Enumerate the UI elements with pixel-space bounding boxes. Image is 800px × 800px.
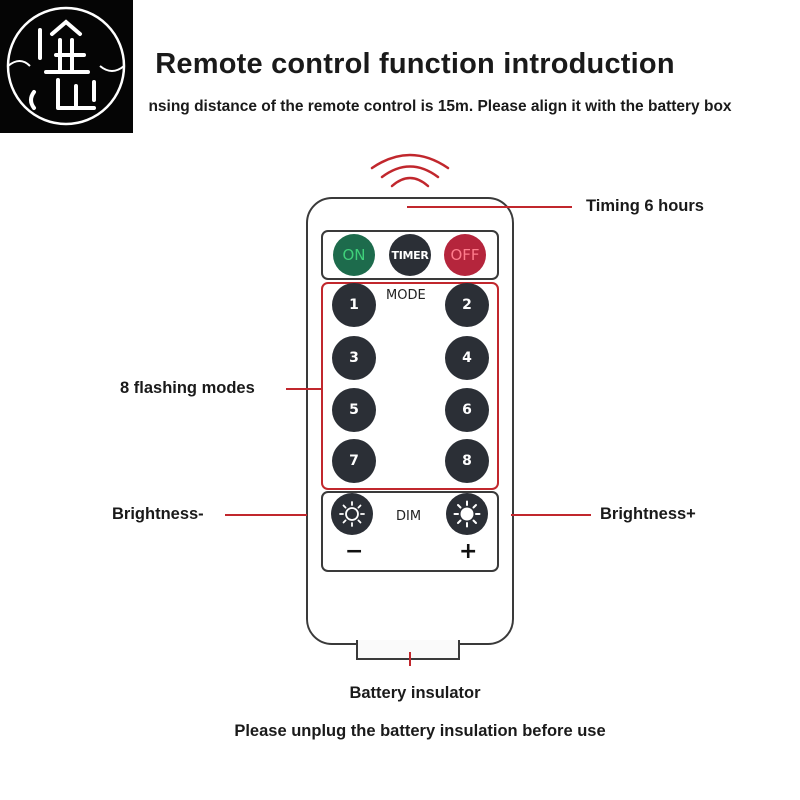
dim-minus-sign: − — [345, 539, 364, 564]
off-button[interactable]: OFF — [444, 234, 486, 276]
dim-down-button[interactable] — [331, 493, 373, 535]
timing-callout: Timing 6 hours — [586, 197, 704, 215]
modes-callout: 8 flashing modes — [120, 379, 255, 397]
dim-up-button[interactable] — [446, 493, 488, 535]
mode-button-4[interactable]: 4 — [445, 336, 489, 380]
battery-insulator-callout: Battery insulator — [349, 684, 481, 702]
page-subtitle: nsing distance of the remote control is … — [148, 98, 732, 115]
sun-outline-icon — [339, 501, 365, 527]
mode-button-6[interactable]: 6 — [445, 388, 489, 432]
dim-plus-sign: + — [459, 539, 478, 564]
mode-panel — [321, 282, 499, 490]
brightness-plus-pointer — [511, 514, 591, 516]
brightness-minus-pointer — [225, 514, 307, 516]
seal-logo-icon — [6, 6, 126, 126]
mode-button-3[interactable]: 3 — [332, 336, 376, 380]
brand-logo — [0, 0, 133, 133]
wireless-signal-icon — [370, 153, 450, 188]
dim-label: DIM — [396, 509, 422, 524]
modes-pointer — [286, 388, 322, 390]
timing-pointer — [407, 206, 572, 208]
page-title: Remote control function introduction — [155, 48, 675, 80]
battery-insulator-pointer — [409, 652, 411, 666]
footer-note: Please unplug the battery insulation bef… — [234, 722, 606, 740]
mode-button-8[interactable]: 8 — [445, 439, 489, 483]
remote-control: ON TIMER OFF MODE 1 2 3 4 5 6 7 8 DIM — [306, 197, 514, 645]
mode-button-1[interactable]: 1 — [332, 283, 376, 327]
mode-button-2[interactable]: 2 — [445, 283, 489, 327]
mode-label: MODE — [386, 288, 426, 303]
on-button[interactable]: ON — [333, 234, 375, 276]
sun-filled-icon — [453, 500, 481, 528]
timer-button[interactable]: TIMER — [389, 234, 431, 276]
battery-box — [356, 640, 460, 660]
brightness-plus-callout: Brightness+ — [600, 505, 696, 523]
dim-panel — [321, 491, 499, 572]
mode-button-7[interactable]: 7 — [332, 439, 376, 483]
mode-button-5[interactable]: 5 — [332, 388, 376, 432]
brightness-minus-callout: Brightness- — [112, 505, 204, 523]
power-timer-panel — [321, 230, 499, 280]
